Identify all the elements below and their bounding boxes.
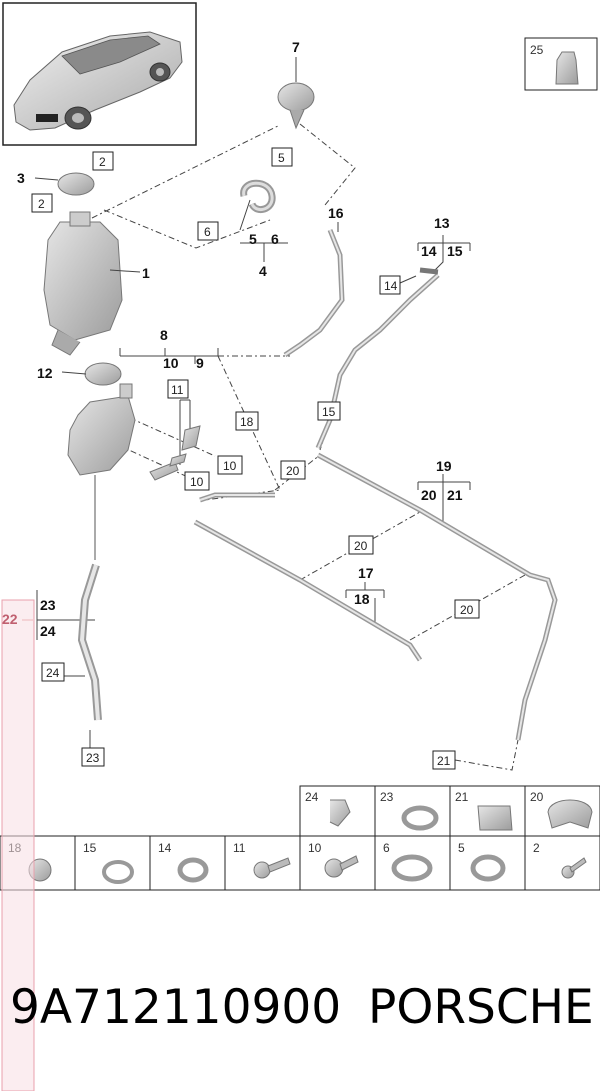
callout-9: 9	[196, 355, 204, 371]
callout-25: 25	[530, 43, 544, 57]
callout-18b: 18	[354, 591, 370, 607]
legend-top-2: 21	[455, 790, 469, 804]
pressure-valve	[277, 57, 315, 130]
callout-20c: 20	[460, 603, 474, 617]
brackets	[149, 425, 201, 481]
pipe-19	[316, 452, 558, 741]
legend-bottom-1: 15	[83, 841, 97, 855]
hose-22	[77, 563, 102, 721]
hose-13	[315, 267, 440, 449]
pipe-17	[193, 492, 423, 662]
callout-10a: 10	[223, 459, 237, 473]
callout-20a: 20	[286, 464, 300, 478]
legend-bottom-4: 10	[308, 841, 322, 855]
callout-6-box: 6	[204, 225, 211, 239]
callout-3: 3	[17, 170, 25, 186]
reservoir-cap-lower	[61, 362, 122, 386]
callout-2a: 2	[99, 155, 106, 169]
legend-bottom-row: 18 15 14 11 10 6 5 2	[0, 835, 600, 891]
vehicle-inset	[2, 2, 197, 146]
coolant-reservoir-upper	[43, 211, 141, 356]
coolant-reservoir-lower	[67, 383, 136, 560]
callout-6: 6	[271, 231, 279, 247]
part-number: 9A712110900	[10, 980, 342, 1035]
legend-bottom-6: 5	[458, 841, 465, 855]
legend-bottom-7: 2	[533, 841, 540, 855]
legend-bottom-5: 6	[383, 841, 390, 855]
callout-20d: 20	[421, 487, 437, 503]
legend-top-3: 20	[530, 790, 544, 804]
brand-name: PORSCHE	[368, 980, 594, 1035]
callout-23b: 23	[40, 597, 56, 613]
callout-4: 4	[259, 263, 267, 279]
callout-24a: 24	[46, 666, 60, 680]
callout-20b: 20	[354, 539, 368, 553]
callout-14a: 14	[384, 279, 398, 293]
callout-1: 1	[142, 265, 150, 281]
callout-21a: 21	[437, 754, 451, 768]
callout-15b: 15	[447, 243, 463, 259]
callout-10c: 10	[163, 355, 179, 371]
callout-22: 22	[2, 611, 18, 627]
hose-short	[240, 179, 276, 214]
callout-19: 19	[436, 458, 452, 474]
callout-23a: 23	[86, 751, 100, 765]
callout-8: 8	[160, 327, 168, 343]
hose-16	[283, 222, 345, 358]
callout-21b: 21	[447, 487, 463, 503]
callout-10b: 10	[190, 475, 204, 489]
legend-top-row: 24 23 21 20	[299, 785, 600, 837]
callout-17: 17	[358, 565, 374, 581]
callout-18a: 18	[240, 415, 254, 429]
callout-5: 5	[249, 231, 257, 247]
reservoir-cap-upper	[34, 172, 95, 196]
callout-11: 11	[171, 383, 184, 397]
legend-bottom-2: 14	[158, 841, 172, 855]
callout-7: 7	[292, 39, 300, 55]
legend-top-0: 24	[305, 790, 319, 804]
callout-24b: 24	[40, 623, 56, 639]
oil-can-inset: 25	[524, 37, 598, 91]
legend-top-1: 23	[380, 790, 394, 804]
callout-13: 13	[434, 215, 450, 231]
callout-2b: 2	[38, 197, 45, 211]
callout-12: 12	[37, 365, 53, 381]
legend-bottom-3: 11	[233, 841, 246, 855]
callout-15a: 15	[322, 405, 336, 419]
callout-14b: 14	[421, 243, 437, 259]
callout-5-box: 5	[278, 151, 285, 165]
label-boxes	[31, 147, 480, 770]
highlight-item-22	[1, 599, 35, 1091]
callout-16: 16	[328, 205, 344, 221]
